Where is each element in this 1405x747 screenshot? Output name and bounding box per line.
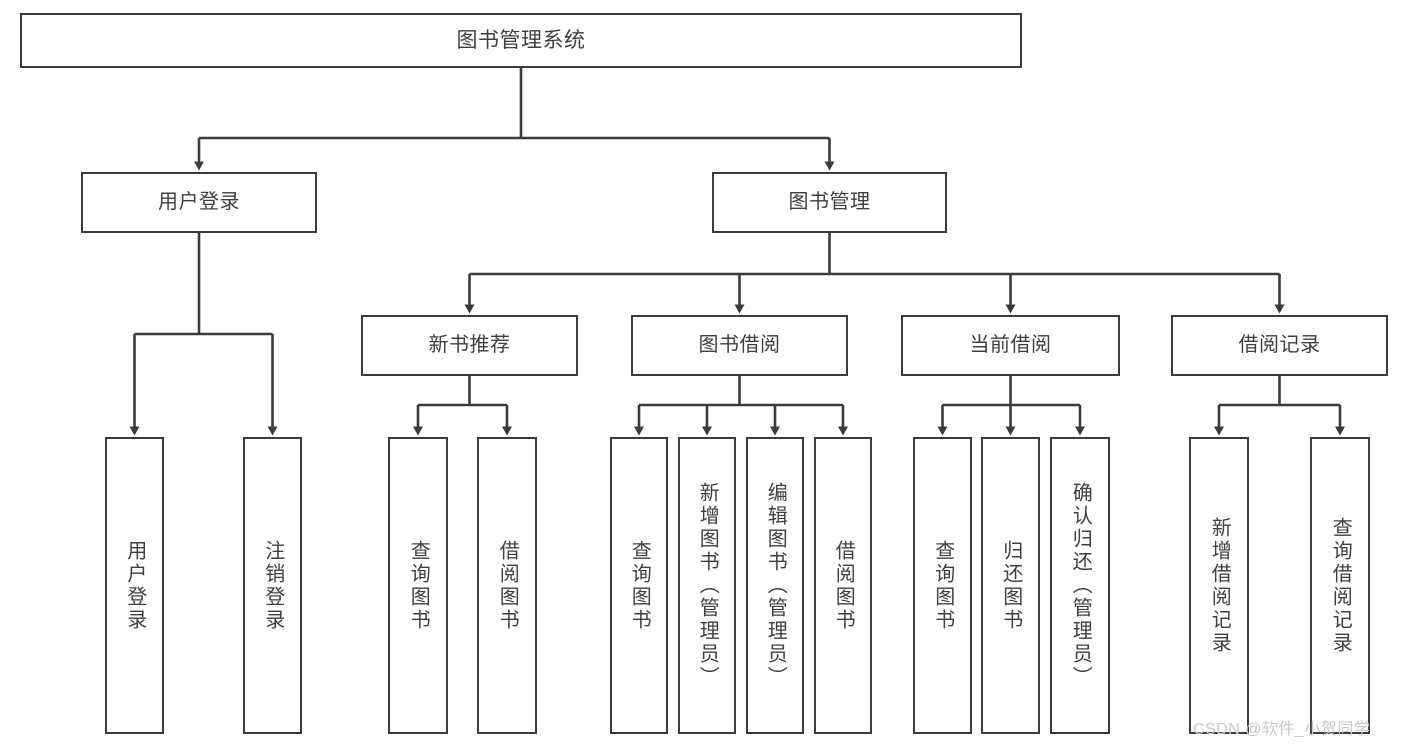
node-label: 查询图书 xyxy=(628,539,651,632)
node-user-login: 用户登录 xyxy=(81,172,317,233)
node-leaf-cb-return: 归还图书 xyxy=(981,437,1040,734)
node-label: 当前借阅 xyxy=(969,334,1052,357)
node-label: 用户登录 xyxy=(123,539,146,632)
node-label: 查询借阅记录 xyxy=(1329,516,1352,655)
node-label: 注销登录 xyxy=(261,539,284,632)
node-leaf-bb-query: 查询图书 xyxy=(610,437,668,734)
node-label: 图书管理 xyxy=(788,191,871,214)
node-leaf-br-add: 新增借阅记录 xyxy=(1189,437,1249,734)
node-leaf-bb-add: 新增图书（管理员） xyxy=(678,437,736,734)
node-leaf-bb-edit: 编辑图书（管理员） xyxy=(746,437,804,734)
node-label: 新增图书（管理员） xyxy=(696,482,719,689)
node-label: 图书借阅 xyxy=(698,334,781,357)
node-leaf-cb-query: 查询图书 xyxy=(913,437,972,734)
node-borrow-record: 借阅记录 xyxy=(1171,315,1388,376)
node-leaf-cb-confirm: 确认归还（管理员） xyxy=(1050,437,1110,734)
node-label: 查询图书 xyxy=(407,539,430,632)
node-new-book-rec: 新书推荐 xyxy=(361,315,578,376)
node-leaf-br-query: 查询借阅记录 xyxy=(1310,437,1370,734)
node-current-borrow: 当前借阅 xyxy=(901,315,1120,376)
csdn-watermark: CSDN @软件_小贺同学 xyxy=(1193,721,1371,738)
node-leaf-rec-query: 查询图书 xyxy=(388,437,448,734)
node-label: 借阅图书 xyxy=(832,539,855,632)
node-book-manage: 图书管理 xyxy=(712,172,947,233)
node-label: 借阅记录 xyxy=(1238,334,1321,357)
node-label: 新增借阅记录 xyxy=(1208,516,1231,655)
node-label: 编辑图书（管理员） xyxy=(764,482,787,689)
node-label: 新书推荐 xyxy=(428,334,511,357)
node-leaf-rec-borrow: 借阅图书 xyxy=(477,437,537,734)
node-book-borrow: 图书借阅 xyxy=(631,315,848,376)
node-leaf-user-logout: 注销登录 xyxy=(243,437,302,734)
node-leaf-bb-borrow: 借阅图书 xyxy=(814,437,872,734)
node-leaf-user-login: 用户登录 xyxy=(105,437,164,734)
node-label: 借阅图书 xyxy=(496,539,519,632)
node-label: 图书管理系统 xyxy=(456,28,586,52)
node-label: 归还图书 xyxy=(999,539,1022,632)
node-root: 图书管理系统 xyxy=(20,13,1022,68)
node-label: 确认归还（管理员） xyxy=(1069,482,1092,689)
node-label: 查询图书 xyxy=(931,539,954,632)
node-label: 用户登录 xyxy=(158,191,240,214)
